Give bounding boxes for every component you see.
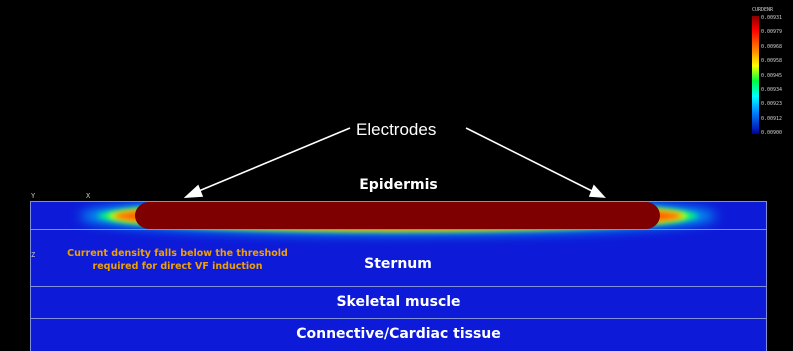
threshold-annotation-line-2: required for direct VF induction: [40, 260, 315, 273]
colorbar-tick: 0.00945: [761, 73, 782, 79]
layer-label-epidermis: Epidermis: [30, 177, 767, 193]
colorbar-tick: 0.00958: [761, 58, 782, 64]
colorbar-title: CURDENR: [752, 7, 773, 13]
electrodes-callout: Electrodes: [356, 120, 436, 140]
colorbar: [752, 16, 759, 134]
colorbar-tick: 0.00931: [761, 15, 782, 21]
x-axis-glyph: X: [86, 192, 90, 200]
colorbar-tick: 0.00923: [761, 101, 782, 107]
y-axis-glyph: Y: [31, 192, 35, 200]
colorbar-tick: 0.00934: [761, 87, 782, 93]
z-axis-glyph: Z: [31, 251, 35, 259]
threshold-annotation-line-1: Current density falls below the threshol…: [40, 247, 315, 260]
colorbar-tick: 0.00979: [761, 29, 782, 35]
current-density-field: [80, 199, 716, 233]
threshold-annotation: Current density falls below the threshol…: [40, 247, 315, 273]
colorbar-tick: 0.00900: [761, 130, 782, 136]
colorbar-tick: 0.00912: [761, 116, 782, 122]
high-current-region: [135, 202, 660, 229]
layer-label-skeletal-muscle: Skeletal muscle: [30, 294, 767, 310]
colorbar-tick: 0.00968: [761, 44, 782, 50]
layer-label-connective-cardiac: Connective/Cardiac tissue: [30, 326, 767, 342]
